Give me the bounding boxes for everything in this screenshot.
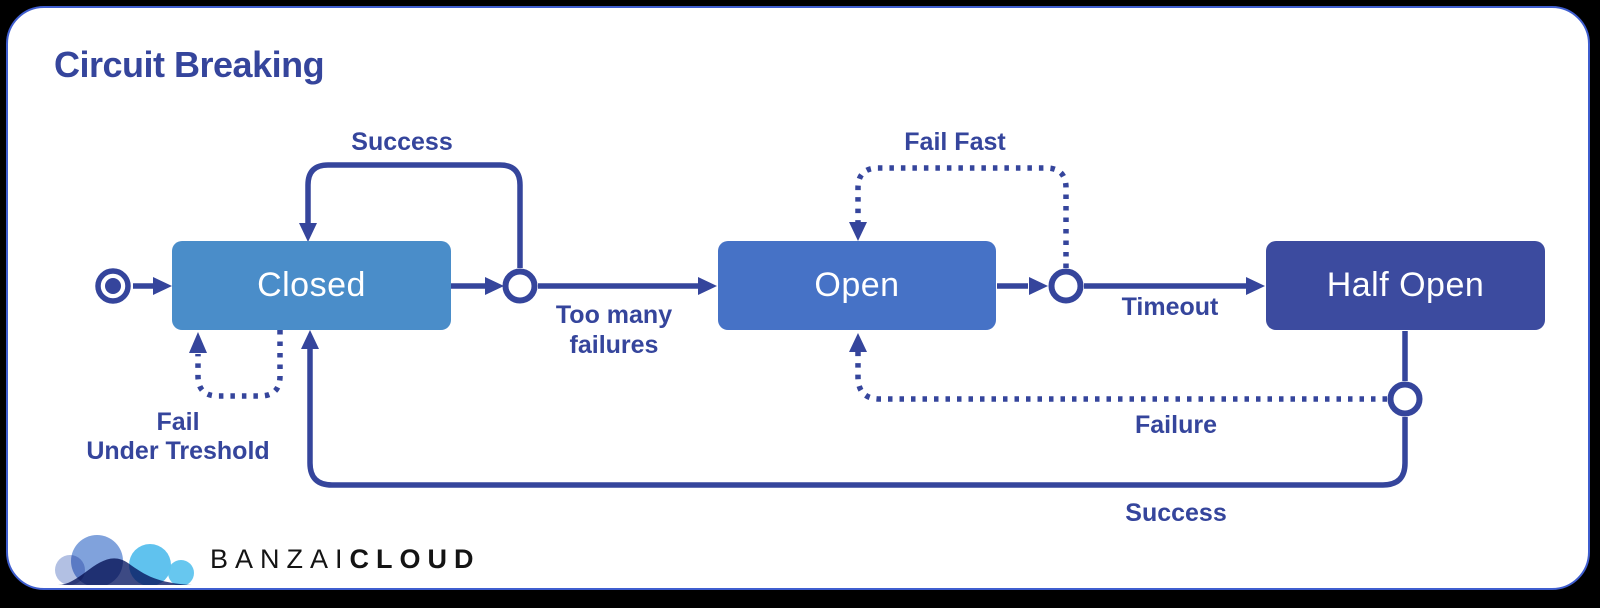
arrowhead-fail-fast bbox=[849, 222, 867, 241]
cloud-waves-icon bbox=[55, 535, 194, 585]
junction-circle-half-open-exit bbox=[1387, 381, 1423, 417]
initial-state-icon bbox=[95, 268, 131, 304]
edge-failure-return bbox=[855, 352, 1387, 402]
arrowhead-into-half-open bbox=[1246, 277, 1265, 295]
label-too-many-line2: failures bbox=[569, 331, 659, 359]
label-fail-under-treshold: Fail Under Treshold bbox=[86, 408, 269, 466]
state-label-closed: Closed bbox=[257, 266, 366, 304]
logo-text-cloud: CLOUD bbox=[349, 544, 481, 574]
edge-fail-under-loop bbox=[195, 330, 283, 399]
state-node-open: Open bbox=[718, 241, 996, 330]
label-success-return: Success bbox=[1125, 499, 1227, 527]
label-too-many-line1: Too many bbox=[555, 301, 673, 329]
edge-success-loop bbox=[305, 162, 523, 268]
label-failure: Failure bbox=[1135, 411, 1217, 439]
arrowhead-into-junction2 bbox=[1029, 277, 1048, 295]
label-timeout: Timeout bbox=[1121, 293, 1219, 321]
state-label-half-open: Half Open bbox=[1326, 266, 1485, 304]
label-fail-under-line2: Under Treshold bbox=[86, 437, 270, 465]
arrowhead-success-loop bbox=[299, 223, 317, 242]
label-success-loop: Success bbox=[351, 128, 453, 156]
diagram-panel: Circuit Breaking bbox=[6, 6, 1590, 590]
state-node-closed: Closed bbox=[172, 241, 451, 330]
edge-fail-fast-loop bbox=[855, 165, 1069, 268]
arrowhead-into-open bbox=[698, 277, 717, 295]
banzai-cloud-logo: BANZAICLOUD bbox=[50, 520, 530, 596]
state-node-half-open: Half Open bbox=[1266, 241, 1545, 330]
arrowhead-failure bbox=[849, 333, 867, 352]
logo-wordmark: BANZAICLOUD bbox=[210, 544, 481, 575]
arrowhead-into-closed bbox=[153, 277, 172, 295]
junction-circle-open-half bbox=[1048, 268, 1084, 304]
label-fail-fast: Fail Fast bbox=[904, 128, 1006, 156]
label-too-many-failures: Too many failures bbox=[556, 300, 672, 360]
state-diagram-canvas bbox=[95, 162, 1423, 488]
arrowhead-fail-under bbox=[189, 332, 207, 353]
arrowhead-into-junction1 bbox=[485, 277, 504, 295]
edge-success-return bbox=[307, 349, 1408, 488]
page-title: Circuit Breaking bbox=[54, 44, 325, 85]
arrowhead-success-return bbox=[301, 330, 319, 349]
logo-text-banzai: BANZAI bbox=[210, 544, 350, 574]
junction-circle-closed-open bbox=[502, 268, 538, 304]
label-fail-under-line1: Fail bbox=[156, 408, 200, 436]
state-label-open: Open bbox=[814, 266, 900, 304]
